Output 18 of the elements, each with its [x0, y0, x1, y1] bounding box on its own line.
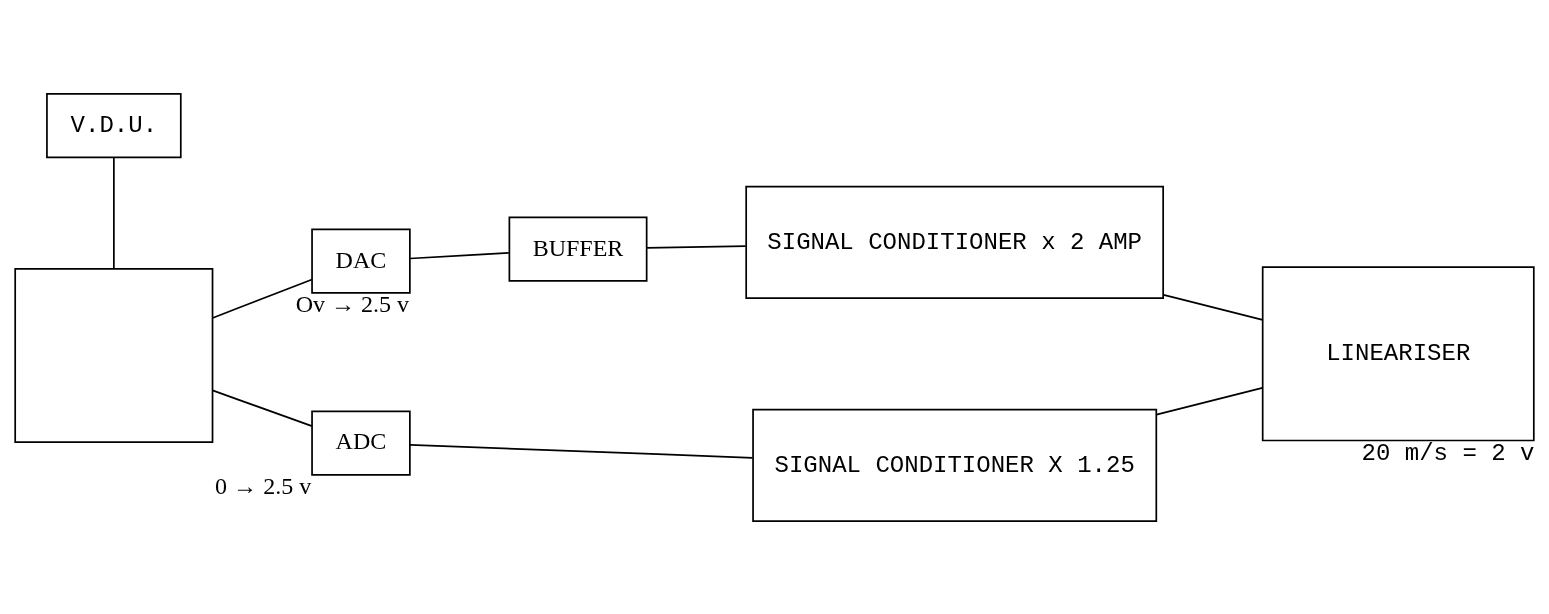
- connector: [409, 251, 510, 259]
- connector: [1162, 293, 1264, 321]
- node-box: SIGNAL CONDITIONER X 1.25: [752, 408, 1158, 522]
- connector: [211, 389, 313, 427]
- connector: [113, 156, 115, 270]
- node-label: 0 → 2.5 v: [215, 472, 312, 499]
- node-box: [14, 267, 214, 443]
- node-box: DAC: [311, 228, 411, 294]
- node-box: BUFFER: [508, 216, 648, 282]
- connector: [211, 278, 313, 319]
- node-box: ADC: [311, 409, 411, 476]
- node-label: 20 m/s = 2 v: [1361, 439, 1535, 467]
- node-box: V.D.U.: [46, 92, 182, 158]
- connector: [646, 244, 747, 249]
- node-box: LINEARISER: [1261, 265, 1535, 441]
- connector: [1155, 386, 1264, 416]
- node-box: SIGNAL CONDITIONER x 2 AMP: [745, 185, 1164, 299]
- connector: [409, 443, 754, 459]
